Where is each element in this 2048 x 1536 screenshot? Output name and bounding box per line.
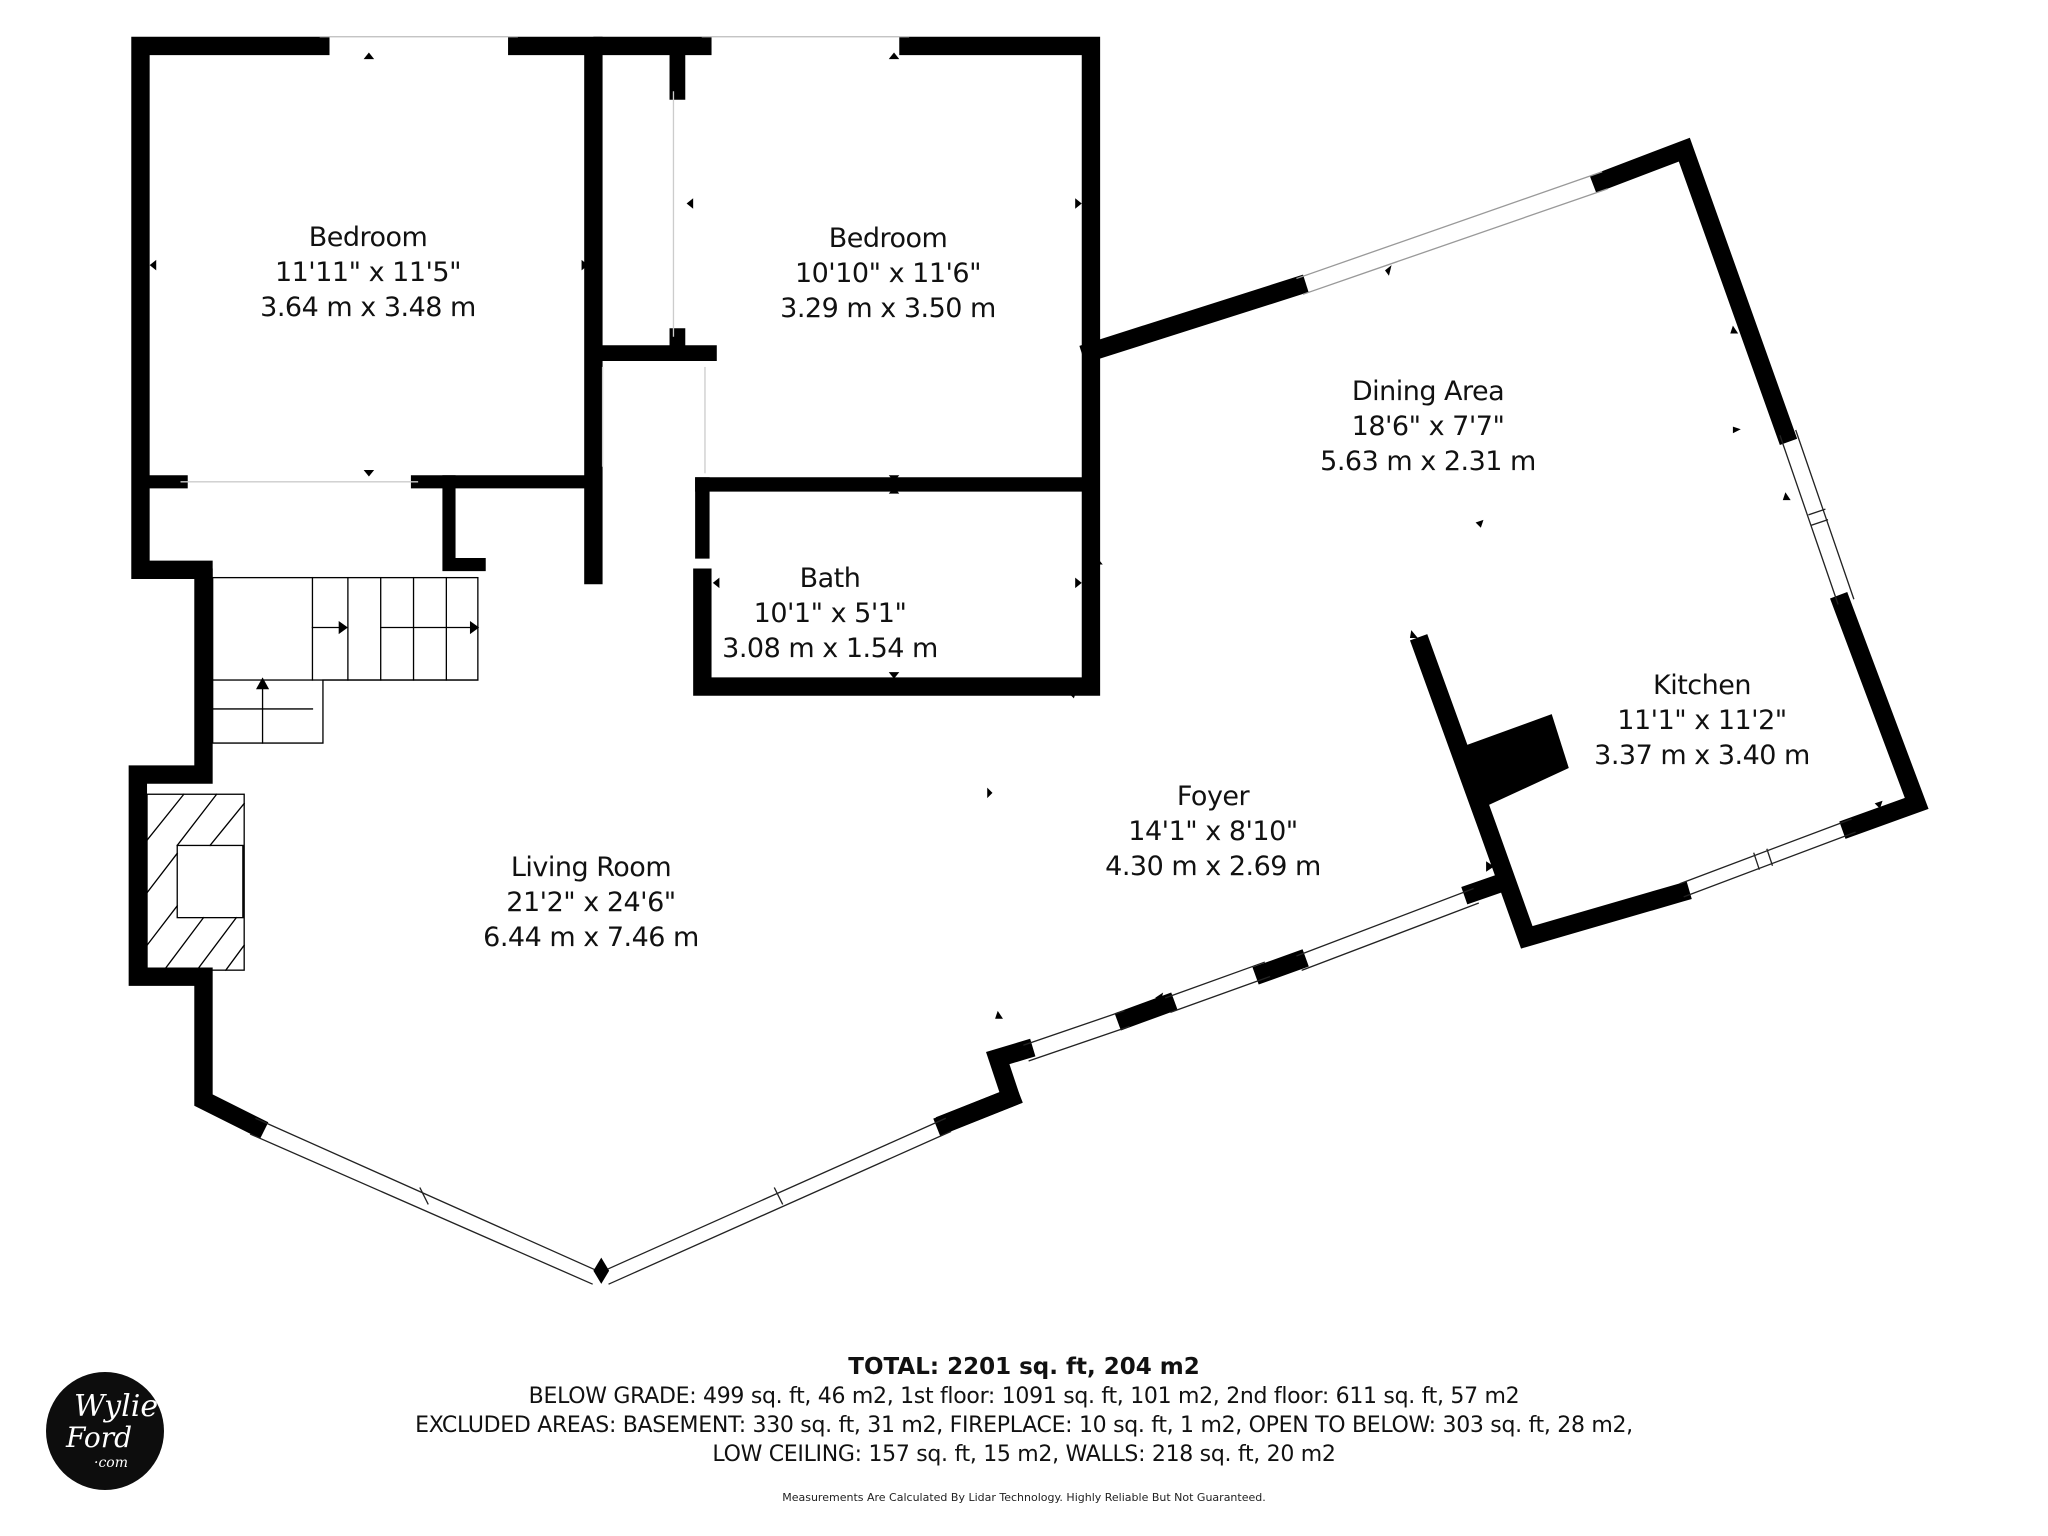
room-label-kitchen: Kitchen 11'1" x 11'2" 3.37 m x 3.40 m xyxy=(1594,668,1810,773)
kitchen-window xyxy=(1679,818,1856,898)
logo-line-1: Wylie xyxy=(74,1389,159,1424)
door-markers xyxy=(149,52,1883,1019)
brand-logo: Wylie Ford ·com xyxy=(46,1372,164,1490)
room-dims-metric: 6.44 m x 7.46 m xyxy=(483,922,699,953)
logo-line-3: ·com xyxy=(94,1455,128,1471)
staircase[interactable] xyxy=(212,576,479,744)
room-dims-imperial: 10'1" x 5'1" xyxy=(753,598,907,629)
room-name: Dining Area xyxy=(1351,376,1505,407)
room-dims-imperial: 14'1" x 8'10" xyxy=(1128,816,1298,847)
excluded-areas-2: LOW CEILING: 157 sq. ft, 15 m2, WALLS: 2… xyxy=(712,1442,1336,1467)
closet-walls xyxy=(585,47,717,362)
dining-window xyxy=(1296,171,1608,295)
room-name: Bath xyxy=(799,563,861,594)
dining-kitchen-walls xyxy=(1079,137,1929,949)
room-dims-metric: 4.30 m x 2.69 m xyxy=(1105,851,1321,882)
room-name: Foyer xyxy=(1176,781,1250,812)
excluded-areas-1: EXCLUDED AREAS: BASEMENT: 330 sq. ft, 31… xyxy=(415,1413,1633,1438)
room-label-bath: Bath 10'1" x 5'1" 3.08 m x 1.54 m xyxy=(722,561,938,666)
disclaimer: Measurements Are Calculated By Lidar Tec… xyxy=(782,1491,1266,1504)
bedroom-2-walls xyxy=(593,36,1101,696)
room-dims-metric: 5.63 m x 2.31 m xyxy=(1320,446,1536,477)
room-label-bedroom-1: Bedroom 11'11" x 11'5" 3.64 m x 3.48 m xyxy=(260,220,476,325)
room-dims-metric: 3.08 m x 1.54 m xyxy=(722,633,938,664)
room-label-dining-area: Dining Area 18'6" x 7'7" 5.63 m x 2.31 m xyxy=(1320,374,1536,479)
fireplace xyxy=(146,793,246,972)
living-room-windows xyxy=(249,1117,952,1285)
kitchen-island xyxy=(1465,714,1569,809)
east-window xyxy=(1779,429,1855,605)
room-dims-imperial: 11'11" x 11'5" xyxy=(274,257,462,288)
stair-arrows xyxy=(255,620,480,690)
room-label-living-room: Living Room 21'2" x 24'6" 6.44 m x 7.46 … xyxy=(483,850,699,955)
room-dims-imperial: 10'10" x 11'6" xyxy=(794,258,982,289)
room-name: Bedroom xyxy=(308,222,428,253)
room-dims-metric: 3.29 m x 3.50 m xyxy=(780,293,996,324)
foyer-window xyxy=(1023,887,1480,1062)
room-label-foyer: Foyer 14'1" x 8'10" 4.30 m x 2.69 m xyxy=(1105,779,1321,884)
room-name: Living Room xyxy=(510,852,672,883)
room-dims-imperial: 11'1" x 11'2" xyxy=(1617,705,1787,736)
room-name: Kitchen xyxy=(1653,670,1751,701)
room-dims-metric: 3.37 m x 3.40 m xyxy=(1594,740,1810,771)
area-summary: TOTAL: 2201 sq. ft, 204 m2 BELOW GRADE: … xyxy=(0,1352,2048,1469)
room-dims-metric: 3.64 m x 3.48 m xyxy=(260,292,476,323)
room-label-bedroom-2: Bedroom 10'10" x 11'6" 3.29 m x 3.50 m xyxy=(780,221,996,326)
room-dims-imperial: 21'2" x 24'6" xyxy=(506,887,676,918)
total-area: TOTAL: 2201 sq. ft, 204 m2 xyxy=(848,1354,1200,1380)
room-dims-imperial: 18'6" x 7'7" xyxy=(1351,411,1505,442)
living-room-walls xyxy=(128,568,1023,1139)
logo-line-2: Ford xyxy=(66,1421,133,1454)
floor-areas: BELOW GRADE: 499 sq. ft, 46 m2, 1st floo… xyxy=(528,1384,1520,1409)
room-name: Bedroom xyxy=(828,223,948,254)
